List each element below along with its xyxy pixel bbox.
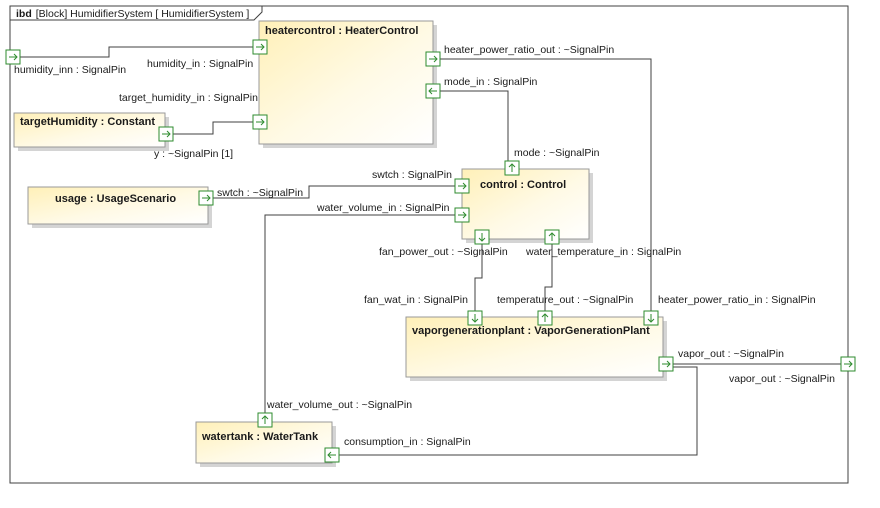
diagram-frame: ibd[Block] HumidifierSystem [ Humidifier… (9, 5, 849, 484)
port-labels: humidity_inn : SignalPin humidity_in : S… (14, 44, 835, 448)
block-target-humidity[interactable]: targetHumidity : Constant (13, 112, 169, 151)
ports (5, 39, 856, 463)
block-watertank-title: watertank : WaterTank (201, 431, 319, 443)
label-fan-wat-in: fan_wat_in : SignalPin (364, 294, 468, 306)
port-water-volume-in[interactable] (454, 207, 470, 223)
block-vaporgenerationplant-title: vaporgenerationplant : VaporGenerationPl… (412, 325, 650, 337)
port-vapor-out-inner[interactable] (658, 356, 674, 372)
block-control[interactable]: control : Control (461, 168, 593, 243)
block-watertank[interactable]: watertank : WaterTank (195, 421, 336, 467)
port-fan-wat-in[interactable] (467, 310, 483, 326)
port-humidity-inn[interactable] (5, 49, 21, 65)
label-humidity-in: humidity_in : SignalPin (147, 58, 253, 70)
port-vapor-out-outer[interactable] (840, 356, 856, 372)
connector-swtch (213, 185, 455, 199)
label-water-temperature-in: water_temperature_in : SignalPin (525, 246, 681, 258)
connector-consumption (339, 366, 698, 456)
label-swtch-out: swtch : ~SignalPin (217, 187, 303, 199)
connector-water-volume (264, 214, 455, 441)
connector-humidity (20, 46, 253, 58)
connector-mode (440, 90, 509, 161)
block-usage[interactable]: usage : UsageScenario (27, 186, 212, 228)
label-mode: mode : ~SignalPin (514, 147, 600, 159)
label-heater-power-ratio-in: heater_power_ratio_in : SignalPin (658, 294, 816, 306)
block-heatercontrol[interactable]: heatercontrol : HeaterControl (258, 20, 437, 148)
connector-target-humidity (173, 121, 253, 135)
port-target-humidity-in[interactable] (252, 114, 268, 130)
label-water-volume-out: water_volume_out : ~SignalPin (266, 399, 412, 411)
block-vaporgenerationplant[interactable]: vaporgenerationplant : VaporGenerationPl… (405, 316, 667, 381)
port-consumption-in[interactable] (324, 447, 340, 463)
port-water-temperature-in[interactable] (544, 229, 560, 245)
block-heatercontrol-title: heatercontrol : HeaterControl (265, 25, 418, 37)
connector-heater-power-ratio (440, 58, 652, 311)
label-heater-power-ratio-out: heater_power_ratio_out : ~SignalPin (444, 44, 614, 56)
port-mode[interactable] (504, 160, 520, 176)
connector-fan-power (474, 244, 483, 311)
connectors (20, 46, 841, 456)
label-temperature-out: temperature_out : ~SignalPin (497, 294, 633, 306)
block-usage-title: usage : UsageScenario (55, 193, 176, 205)
port-water-volume-out[interactable] (257, 412, 273, 428)
label-y: y : ~SignalPin [1] (154, 148, 233, 160)
connector-water-temperature (544, 244, 553, 311)
label-water-volume-in: water_volume_in : SignalPin (316, 202, 450, 214)
port-temperature-out[interactable] (537, 310, 553, 326)
port-y[interactable] (158, 126, 174, 142)
port-fan-power-out[interactable] (474, 229, 490, 245)
port-mode-in[interactable] (425, 83, 441, 99)
label-target-humidity-in: target_humidity_in : SignalPin (119, 92, 258, 104)
port-heater-power-ratio-out[interactable] (425, 51, 441, 67)
label-consumption-in: consumption_in : SignalPin (344, 436, 471, 448)
port-swtch-out[interactable] (198, 190, 214, 206)
label-vapor-out-inner: vapor_out : ~SignalPin (678, 348, 784, 360)
label-mode-in: mode_in : SignalPin (444, 76, 538, 88)
label-fan-power-out: fan_power_out : ~SignalPin (379, 246, 508, 258)
block-target-humidity-title: targetHumidity : Constant (20, 116, 155, 128)
frame-header: ibd[Block] HumidifierSystem [ Humidifier… (16, 8, 249, 20)
label-swtch-in: swtch : SignalPin (372, 169, 452, 181)
block-control-title: control : Control (480, 179, 566, 191)
label-vapor-out-outer: vapor_out : ~SignalPin (729, 373, 835, 385)
port-humidity-in[interactable] (252, 39, 268, 55)
label-humidity-inn: humidity_inn : SignalPin (14, 64, 126, 76)
port-heater-power-ratio-in[interactable] (643, 310, 659, 326)
port-swtch-in[interactable] (454, 178, 470, 194)
